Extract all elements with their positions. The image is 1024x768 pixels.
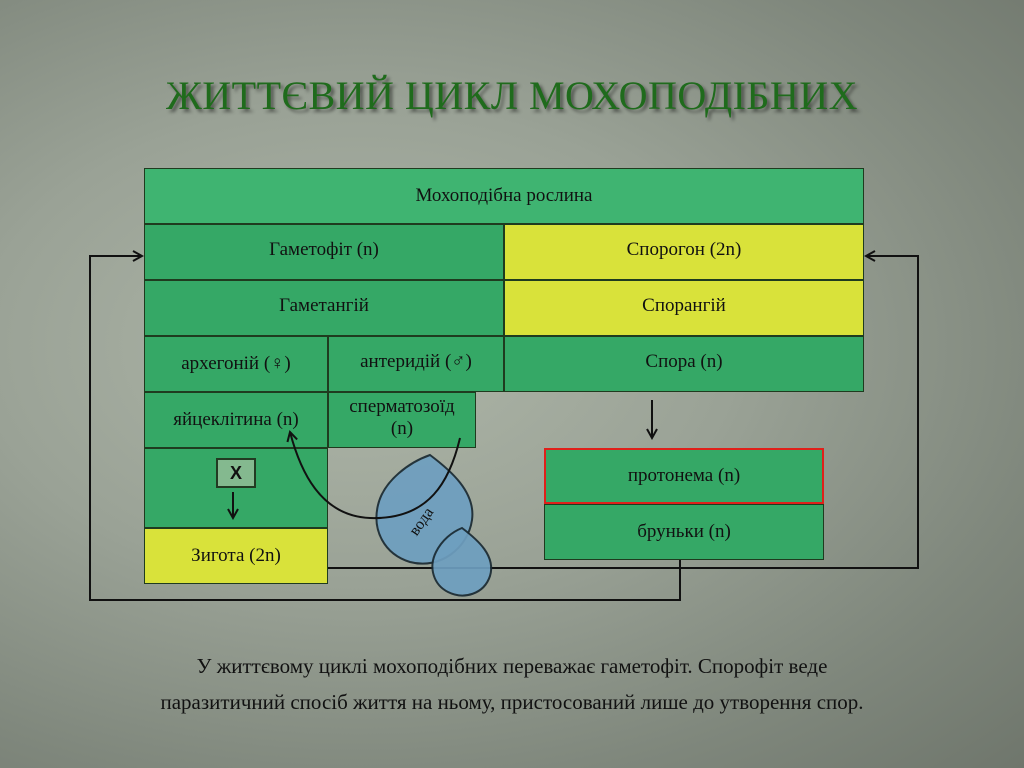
water-drop-small	[431, 526, 493, 597]
sporangium-box: Спорангій	[504, 280, 864, 336]
spore-box: Спора (n)	[504, 336, 864, 392]
antheridium-label: антеридій (♂)	[360, 351, 472, 372]
archegonium-box: архегоній (♀)	[144, 336, 328, 392]
buds-label: бруньки (n)	[637, 521, 731, 542]
egg-label: яйцеклітина (n)	[173, 409, 299, 430]
gametophyte-label: Гаметофіт (n)	[269, 239, 379, 260]
zygote-label: Зигота (2n)	[191, 545, 281, 566]
buds-box: бруньки (n)	[544, 504, 824, 560]
gametangium-label: Гаметангій	[279, 295, 369, 316]
archegonium-label: архегоній (♀)	[181, 353, 291, 374]
plant-label: Мохоподібна рослина	[415, 185, 593, 206]
sperm-box: сперматозоїд (n)	[328, 392, 476, 448]
sperm-label-line2: (n)	[390, 418, 414, 439]
water-label: вода	[405, 504, 438, 539]
sperm-label-line1: сперматозоїд	[349, 396, 455, 417]
gametophyte-box: Гаметофіт (n)	[144, 224, 504, 280]
sporangium-label: Спорангій	[642, 295, 726, 316]
sporogon-box: Спорогон (2n)	[504, 224, 864, 280]
fertilization-marker: X	[216, 458, 256, 488]
page-title: ЖИТТЄВИЙ ЦИКЛ МОХОПОДІБНИХ	[165, 73, 859, 118]
protonema-box: протонема (n)	[544, 448, 824, 504]
gametangium-box: Гаметангій	[144, 280, 504, 336]
plant-box: Мохоподібна рослина	[144, 168, 864, 224]
protonema-label: протонема (n)	[627, 465, 741, 486]
egg-box: яйцеклітина (n)	[144, 392, 328, 448]
caption-line-2: паразитичний спосіб життя на ньому, прис…	[160, 690, 864, 714]
zygote-box: Зигота (2n)	[144, 528, 328, 584]
sporogon-label: Спорогон (2n)	[626, 239, 742, 260]
caption: У життєвому циклі мохоподібних переважає…	[60, 648, 964, 720]
spore-label: Спора (n)	[645, 351, 723, 372]
caption-line-1: У життєвому циклі мохоподібних переважає…	[196, 654, 828, 678]
antheridium-box: антеридій (♂)	[328, 336, 504, 392]
